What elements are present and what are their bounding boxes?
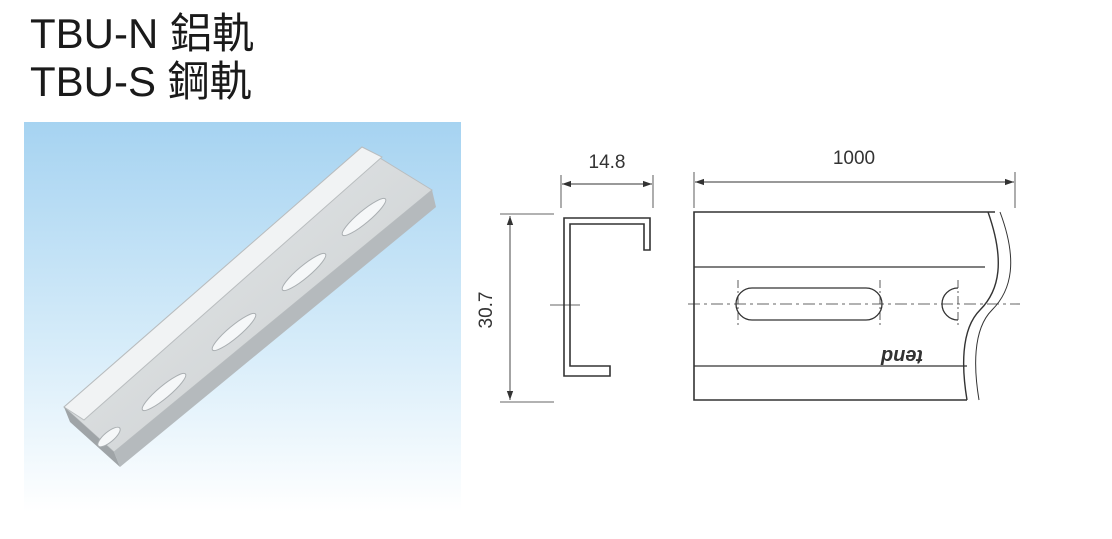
rail-cross-section [563, 217, 651, 377]
rail-slot [281, 252, 327, 292]
rail-slot [97, 426, 121, 448]
title-aluminum-rail: TBU-N 鋁軌 [30, 10, 254, 57]
break-line [962, 211, 999, 401]
title-steel-rail: TBU-S 鋼軌 [30, 58, 252, 105]
rail-slot [211, 312, 257, 352]
length-dimension-label: 1000 [833, 148, 875, 169]
rail-plan-outline [693, 211, 995, 401]
rail-flange [114, 190, 436, 467]
width-dimension-label: 14.8 [589, 152, 626, 173]
technical-drawing: 14.8 1000 30.7 tend [476, 148, 1020, 403]
rail-slot [141, 372, 187, 412]
rail-slot [341, 197, 387, 237]
rail-lip [63, 146, 383, 421]
brand-mark-mirrored: tend [880, 345, 923, 367]
rail-end-face [64, 407, 120, 467]
height-dimension-label: 30.7 [476, 292, 497, 329]
break-line [975, 211, 1012, 401]
product-photo [24, 122, 461, 512]
